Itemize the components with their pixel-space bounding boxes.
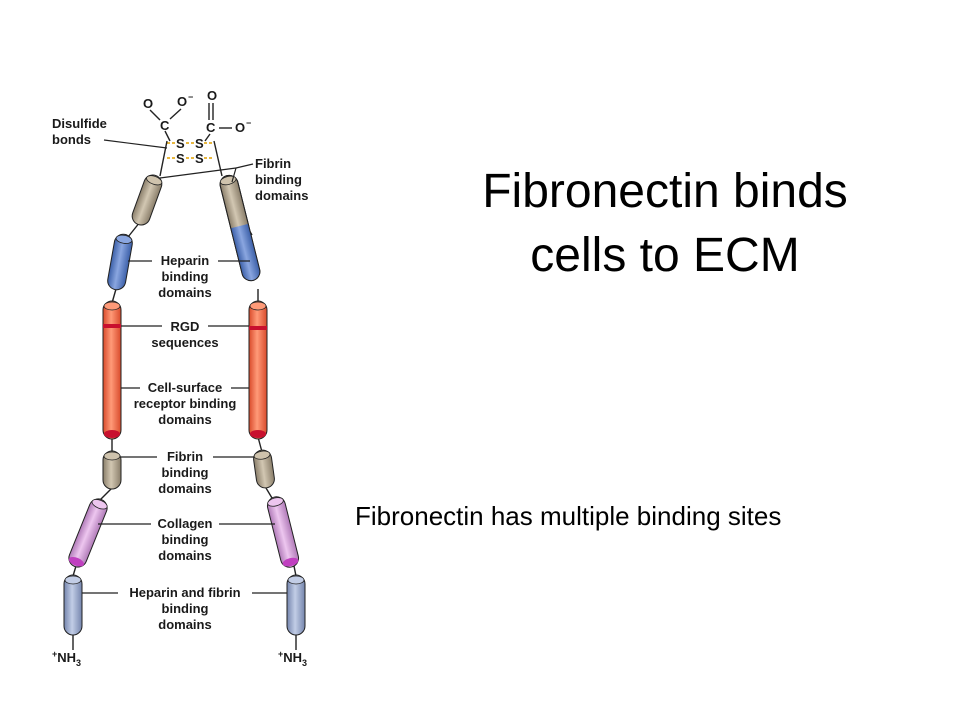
bond-left-1 <box>149 109 161 121</box>
fibronectin-diagram: O O − C O C O − S S S S <box>52 88 308 668</box>
slide-title: Fibronectin binds cells to ECM <box>380 160 950 288</box>
svg-text:Collagen: Collagen <box>158 516 213 531</box>
svg-text:binding: binding <box>162 601 209 616</box>
svg-text:Heparin and fibrin: Heparin and fibrin <box>129 585 240 600</box>
right-cylinders <box>219 174 306 636</box>
oxygen-double-right: O <box>207 88 217 103</box>
svg-text:domains: domains <box>255 188 308 203</box>
oxide-right-charge: − <box>246 118 251 128</box>
bond-left-3 <box>164 130 171 142</box>
right-rgd-band <box>249 326 267 330</box>
label-disulfide-bonds: Disulfide bonds <box>52 116 168 149</box>
svg-text:Disulfide: Disulfide <box>52 116 107 131</box>
label-collagen-binding: Collagen binding domains <box>98 516 275 563</box>
c-terminus-left: O O − C <box>143 92 193 142</box>
label-heparin-fibrin-binding: Heparin and fibrin binding domains <box>82 585 287 632</box>
oxide-left-charge: − <box>188 92 193 102</box>
sulfur-4: S <box>195 151 204 166</box>
svg-text:domains: domains <box>158 412 211 427</box>
bond-left-2 <box>169 108 182 120</box>
bond-right-3 <box>204 133 211 142</box>
oxygen-double-left: O <box>143 96 153 111</box>
svg-text:domains: domains <box>158 285 211 300</box>
oxide-left: O <box>177 94 187 109</box>
oxide-right: O <box>235 120 245 135</box>
carbon-left: C <box>160 118 170 133</box>
left-collagen-domain <box>68 498 108 568</box>
svg-text:binding: binding <box>162 532 209 547</box>
slide-title-line-2: cells to ECM <box>530 229 800 282</box>
label-cell-surface-receptor: Cell-surface receptor binding domains <box>121 380 249 427</box>
svg-text:Fibrin: Fibrin <box>255 156 291 171</box>
left-cell-binding-domain <box>102 300 122 440</box>
slide-subtitle: Fibronectin has multiple binding sites <box>355 501 782 531</box>
sulfur-1: S <box>176 136 185 151</box>
svg-text:domains: domains <box>158 481 211 496</box>
svg-text:binding: binding <box>162 465 209 480</box>
svg-text:+NH3: +NH3 <box>278 649 307 668</box>
label-rgd-sequences: RGD sequences <box>121 319 249 350</box>
left-fibrin-domain-mid <box>102 450 122 490</box>
svg-text:Cell-surface: Cell-surface <box>148 380 222 395</box>
svg-text:binding: binding <box>255 172 302 187</box>
carbon-right: C <box>206 120 216 135</box>
slide-title-line-1: Fibronectin binds <box>482 165 848 218</box>
sulfur-2: S <box>195 136 204 151</box>
strand-left-top <box>159 140 168 177</box>
n-terminus-left: +NH3 <box>52 649 81 668</box>
left-rgd-band <box>103 324 121 328</box>
svg-text:sequences: sequences <box>151 335 218 350</box>
label-fibrin-binding-top: Fibrin binding domains <box>159 156 308 203</box>
svg-text:domains: domains <box>158 548 211 563</box>
svg-text:receptor binding: receptor binding <box>134 396 237 411</box>
c-terminus-right: O C O − <box>204 88 251 142</box>
svg-text:bonds: bonds <box>52 132 91 147</box>
right-fibrin-domain-mid <box>253 449 275 489</box>
label-heparin-binding: Heparin binding domains <box>128 253 250 300</box>
right-heparin-fibrin-domain <box>286 574 306 636</box>
svg-text:RGD: RGD <box>171 319 200 334</box>
disulfide-bonds: S S S S <box>159 136 223 177</box>
svg-text:+NH3: +NH3 <box>52 649 81 668</box>
left-heparin-domain <box>107 233 133 291</box>
n-terminus-right: +NH3 <box>278 649 307 668</box>
svg-text:domains: domains <box>158 617 211 632</box>
right-cell-binding-domain <box>248 300 268 440</box>
right-collagen-domain <box>266 496 300 568</box>
right-fibrin-heparin-domain-top <box>219 174 261 282</box>
left-cylinders <box>63 174 163 636</box>
svg-text:binding: binding <box>162 269 209 284</box>
left-fibrin-domain-top <box>131 174 163 226</box>
label-fibrin-binding-mid: Fibrin binding domains <box>121 449 254 496</box>
svg-text:Heparin: Heparin <box>161 253 209 268</box>
svg-text:Fibrin: Fibrin <box>167 449 203 464</box>
left-heparin-fibrin-domain <box>63 574 83 636</box>
sulfur-3: S <box>176 151 185 166</box>
